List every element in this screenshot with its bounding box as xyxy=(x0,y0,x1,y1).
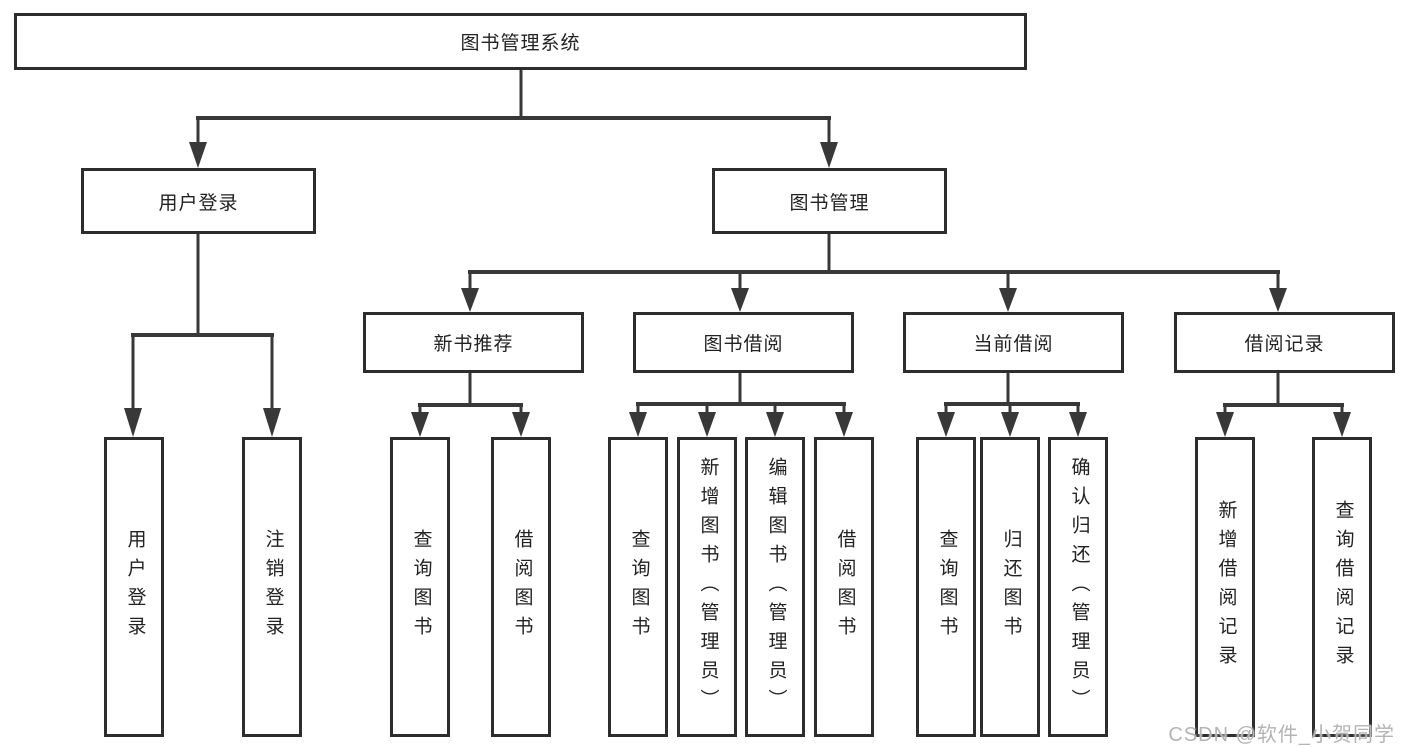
leaf-bb-add-books-admin: 新增图书（管理员） xyxy=(677,437,737,737)
leaf-bb-query-books: 查询图书 xyxy=(608,437,668,737)
leaf-cb-confirm-return-admin: 确认归还（管理员） xyxy=(1048,437,1108,737)
leaf-bb-borrow-books: 借阅图书 xyxy=(814,437,874,737)
leaf-br-add-record: 新增借阅记录 xyxy=(1195,437,1255,737)
leaf-br-query-record: 查询借阅记录 xyxy=(1312,437,1372,737)
node-current-borrowing: 当前借阅 xyxy=(903,312,1124,373)
node-library-system: 图书管理系统 xyxy=(14,13,1027,70)
node-book-borrowing: 图书借阅 xyxy=(633,312,854,373)
leaf-logout-login: 注销登录 xyxy=(242,437,302,737)
leaf-cb-query-books: 查询图书 xyxy=(916,437,976,737)
node-user-login: 用户登录 xyxy=(81,168,316,234)
node-borrow-records: 借阅记录 xyxy=(1174,312,1395,373)
leaf-nb-query-books: 查询图书 xyxy=(390,437,450,737)
leaf-nb-borrow-books: 借阅图书 xyxy=(491,437,551,737)
node-new-book-recommend: 新书推荐 xyxy=(363,312,584,373)
node-book-management: 图书管理 xyxy=(712,168,947,234)
leaf-bb-edit-books-admin: 编辑图书（管理员） xyxy=(745,437,805,737)
leaf-user-login: 用户登录 xyxy=(104,437,164,737)
watermark: CSDN @软件_小贺同学 xyxy=(1168,724,1395,746)
leaf-cb-return-books: 归还图书 xyxy=(980,437,1040,737)
arrowhead-icons xyxy=(124,142,1351,437)
